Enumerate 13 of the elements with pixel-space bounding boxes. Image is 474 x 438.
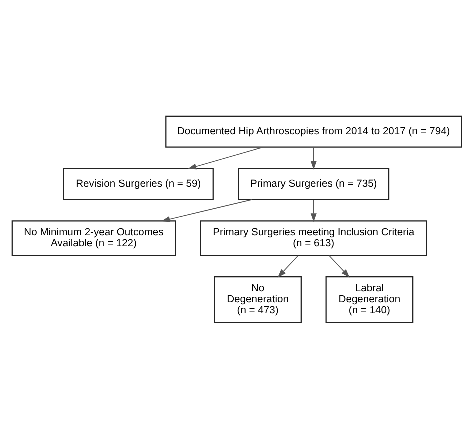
node-box: Documented Hip Arthroscopies from 2014 to 2017 (n = 794)	[166, 115, 462, 148]
arrow	[310, 199, 317, 222]
arrow	[278, 254, 299, 278]
node-box: Revision Surgeries (n = 59)	[63, 168, 214, 200]
arrow	[188, 146, 264, 170]
node-box: No Minimum 2-year Outcomes Available (n = 122)	[12, 220, 176, 256]
node-box: Labral Degeneration (n = 140)	[326, 276, 414, 323]
arrow	[162, 198, 253, 222]
arrow	[310, 146, 317, 170]
node-box: Primary Surgeries meeting Inclusion Criteria (n = 613)	[200, 220, 428, 256]
arrow	[329, 254, 350, 278]
node-box: No Degeneration (n = 473)	[214, 276, 302, 323]
node-box: Primary Surgeries (n = 735)	[238, 168, 390, 200]
